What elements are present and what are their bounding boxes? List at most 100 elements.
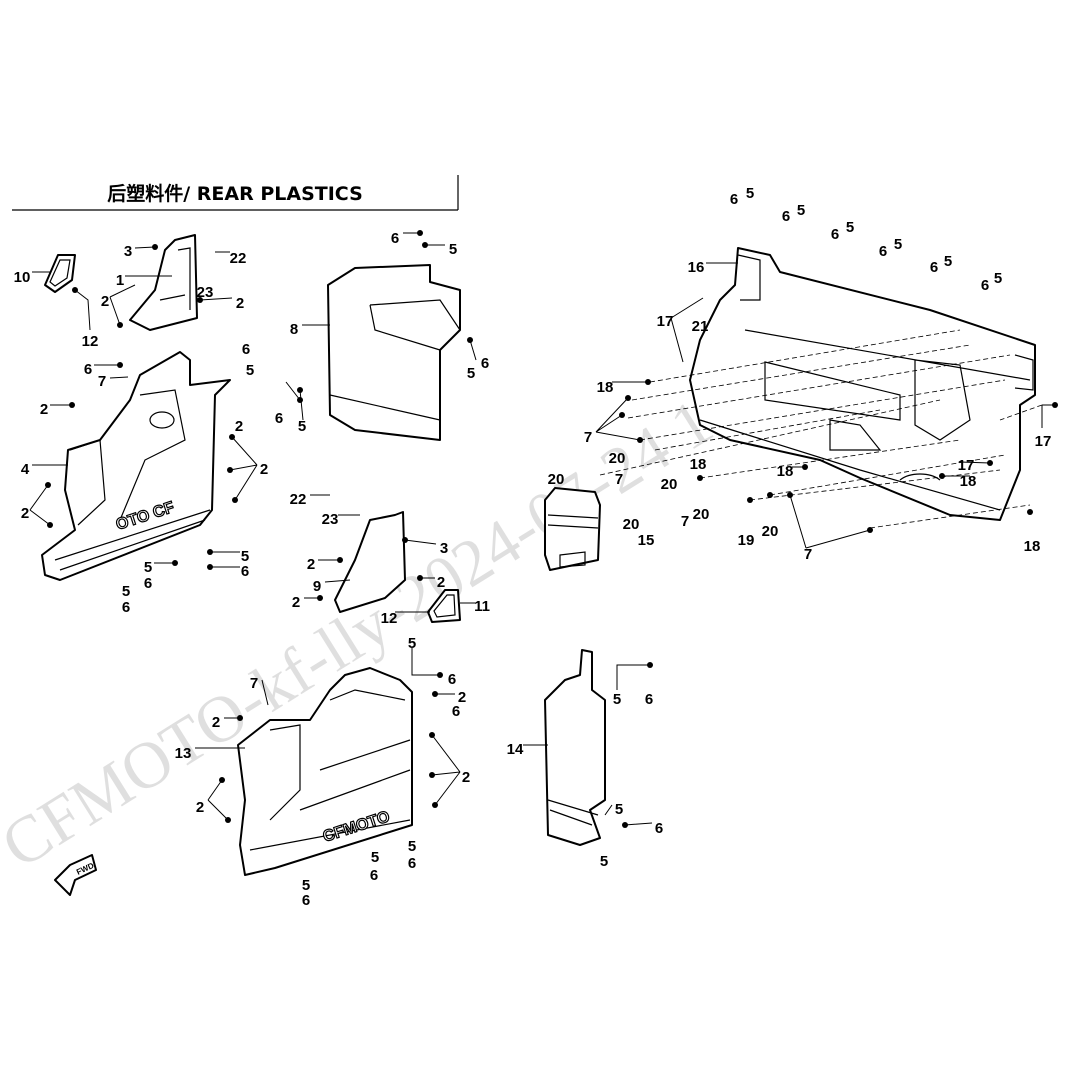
fastener-icon	[1052, 402, 1058, 408]
callout-20: 20	[609, 450, 626, 467]
callout-20: 20	[762, 523, 779, 540]
callout-10: 10	[14, 269, 31, 286]
part-8-rear-fender	[327, 264, 461, 441]
fastener-icon	[317, 595, 323, 601]
fastener-icon	[422, 242, 428, 248]
callout-5: 5	[944, 253, 952, 270]
part-4-left-side-panel	[41, 351, 231, 581]
fastener-icon	[225, 817, 231, 823]
callout-5: 5	[613, 691, 621, 708]
fastener-icon	[417, 230, 423, 236]
callout-6: 6	[448, 671, 456, 688]
callout-2: 2	[235, 418, 243, 435]
fastener-icon	[787, 492, 793, 498]
callout-5: 5	[894, 236, 902, 253]
fastener-icon	[647, 662, 653, 668]
callout-13: 13	[175, 745, 192, 762]
fastener-icon	[747, 497, 753, 503]
callout-12: 12	[82, 333, 99, 350]
fastener-icon	[622, 822, 628, 828]
callout-7: 7	[804, 546, 812, 563]
callout-7: 7	[98, 373, 106, 390]
fastener-icon	[432, 691, 438, 697]
callout-19: 19	[738, 532, 755, 549]
callout-20: 20	[548, 471, 565, 488]
callout-6: 6	[645, 691, 653, 708]
callout-2: 2	[236, 295, 244, 312]
callout-11: 11	[474, 598, 490, 615]
fastener-icon	[429, 772, 435, 778]
callout-7: 7	[681, 513, 689, 530]
callout-7: 7	[584, 429, 592, 446]
callout-5: 5	[615, 801, 623, 818]
fastener-icon	[117, 362, 123, 368]
fastener-icon	[867, 527, 873, 533]
fastener-icon	[637, 437, 643, 443]
fastener-icon	[297, 397, 303, 403]
callout-5: 5	[371, 849, 379, 866]
callout-5: 5	[302, 877, 310, 894]
fastener-icon	[802, 464, 808, 470]
callout-20: 20	[661, 476, 678, 493]
fastener-icon	[197, 297, 203, 303]
callout-5: 5	[994, 270, 1002, 287]
callout-7: 7	[615, 471, 623, 488]
callout-6: 6	[275, 410, 283, 427]
fastener-icon	[172, 560, 178, 566]
callout-5: 5	[600, 853, 608, 870]
fastener-icon	[337, 557, 343, 563]
callout-6: 6	[408, 855, 416, 872]
callout-3: 3	[124, 243, 132, 260]
callout-6: 6	[452, 703, 460, 720]
callout-6: 6	[481, 355, 489, 372]
fastener-icon	[237, 715, 243, 721]
callout-23: 23	[322, 511, 339, 528]
callout-2: 2	[307, 556, 315, 573]
callout-6: 6	[84, 361, 92, 378]
fastener-icon	[625, 395, 631, 401]
callout-18: 18	[1024, 538, 1041, 555]
callout-5: 5	[797, 202, 805, 219]
callout-17: 17	[657, 313, 674, 330]
callout-6: 6	[655, 820, 663, 837]
part-9-bracket	[334, 511, 406, 613]
callout-2: 2	[462, 769, 470, 786]
callout-6: 6	[122, 599, 130, 616]
fastener-icon	[1027, 509, 1033, 515]
fastener-icon	[987, 460, 993, 466]
callout-6: 6	[144, 575, 152, 592]
part-1-bracket	[129, 234, 198, 331]
part-14-side-cover	[544, 649, 606, 846]
callout-2: 2	[212, 714, 220, 731]
fastener-icon	[152, 244, 158, 250]
callout-15: 15	[638, 532, 655, 549]
callout-2: 2	[196, 799, 204, 816]
callout-1: 1	[116, 272, 124, 289]
callout-20: 20	[693, 506, 710, 523]
fwd-arrow: FWD	[54, 854, 97, 896]
callout-5: 5	[298, 418, 306, 435]
title-block: 后塑料件/ REAR PLASTICS	[12, 175, 459, 211]
callout-6: 6	[981, 277, 989, 294]
callout-5: 5	[449, 241, 457, 258]
fastener-icon	[429, 732, 435, 738]
fastener-icon	[939, 473, 945, 479]
callout-2: 2	[260, 461, 268, 478]
callout-6: 6	[831, 226, 839, 243]
callout-6: 6	[242, 341, 250, 358]
callout-8: 8	[290, 321, 298, 338]
part-13-right-side-panel	[237, 667, 413, 876]
callout-2: 2	[458, 689, 466, 706]
callout-6: 6	[370, 867, 378, 884]
callout-5: 5	[846, 219, 854, 236]
part-10-seal	[44, 254, 76, 293]
fastener-icon	[645, 379, 651, 385]
callout-18: 18	[597, 379, 614, 396]
callout-6: 6	[930, 259, 938, 276]
fastener-icon	[232, 497, 238, 503]
callout-5: 5	[144, 559, 152, 576]
callout-5: 5	[241, 548, 249, 565]
fastener-icon	[45, 482, 51, 488]
callout-6: 6	[391, 230, 399, 247]
